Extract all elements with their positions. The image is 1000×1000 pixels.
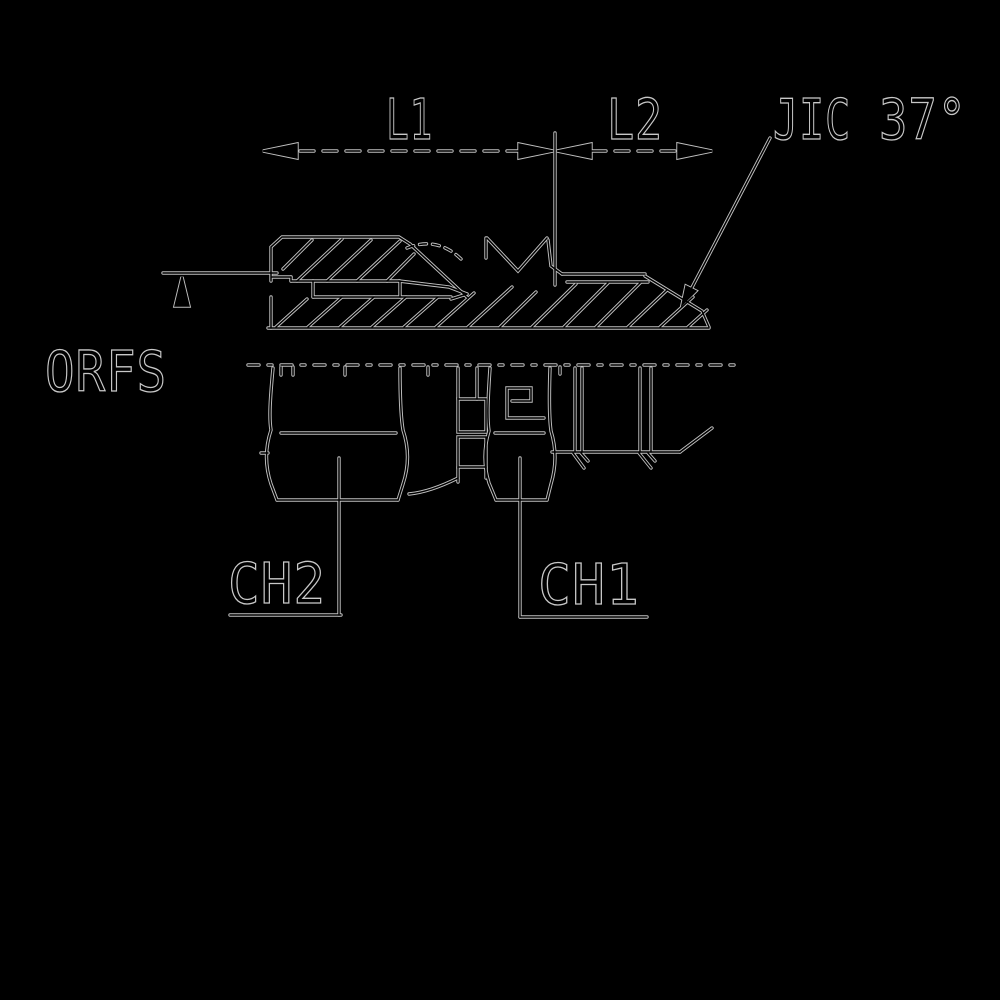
label-ch1: CH1 [538,553,640,618]
line-halo-pass [161,131,772,619]
label-jic: JIC [773,88,851,153]
label-orfs: ORFS [45,340,167,405]
label-l1: L1 [386,88,433,153]
label-jic-angle: 37° [879,88,967,153]
line-core-pass [162,132,771,618]
label-ch2: CH2 [228,552,326,617]
label-l2: L2 [607,88,663,153]
